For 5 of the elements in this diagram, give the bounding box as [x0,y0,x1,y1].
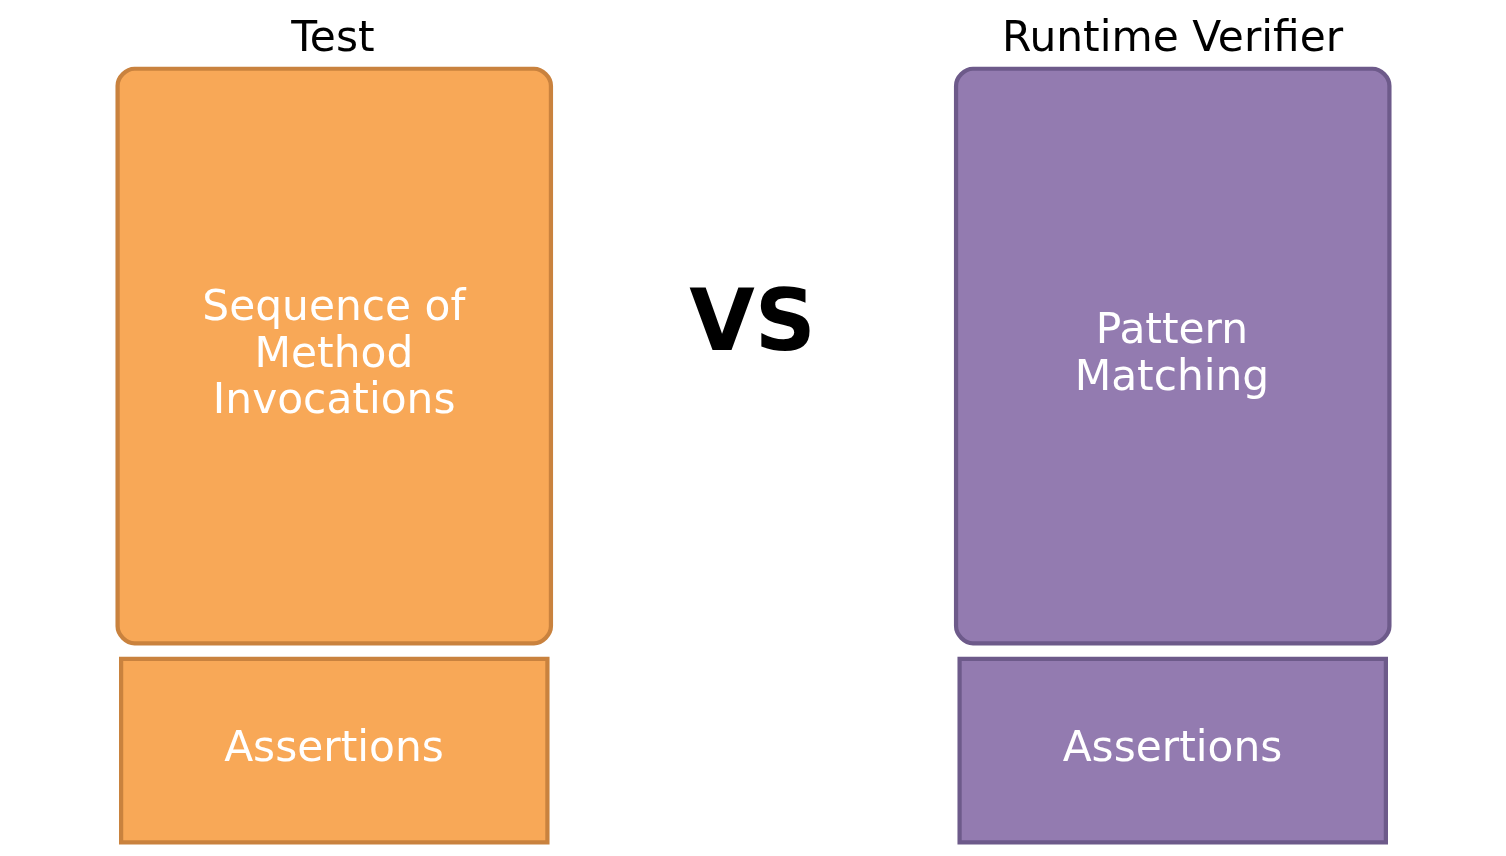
node-box: Assertions [956,656,1388,845]
node-label: Test [290,12,375,62]
label: VS [688,271,816,371]
node-label: Runtime Verifier [1001,12,1343,62]
node-box: Assertions [118,656,550,845]
